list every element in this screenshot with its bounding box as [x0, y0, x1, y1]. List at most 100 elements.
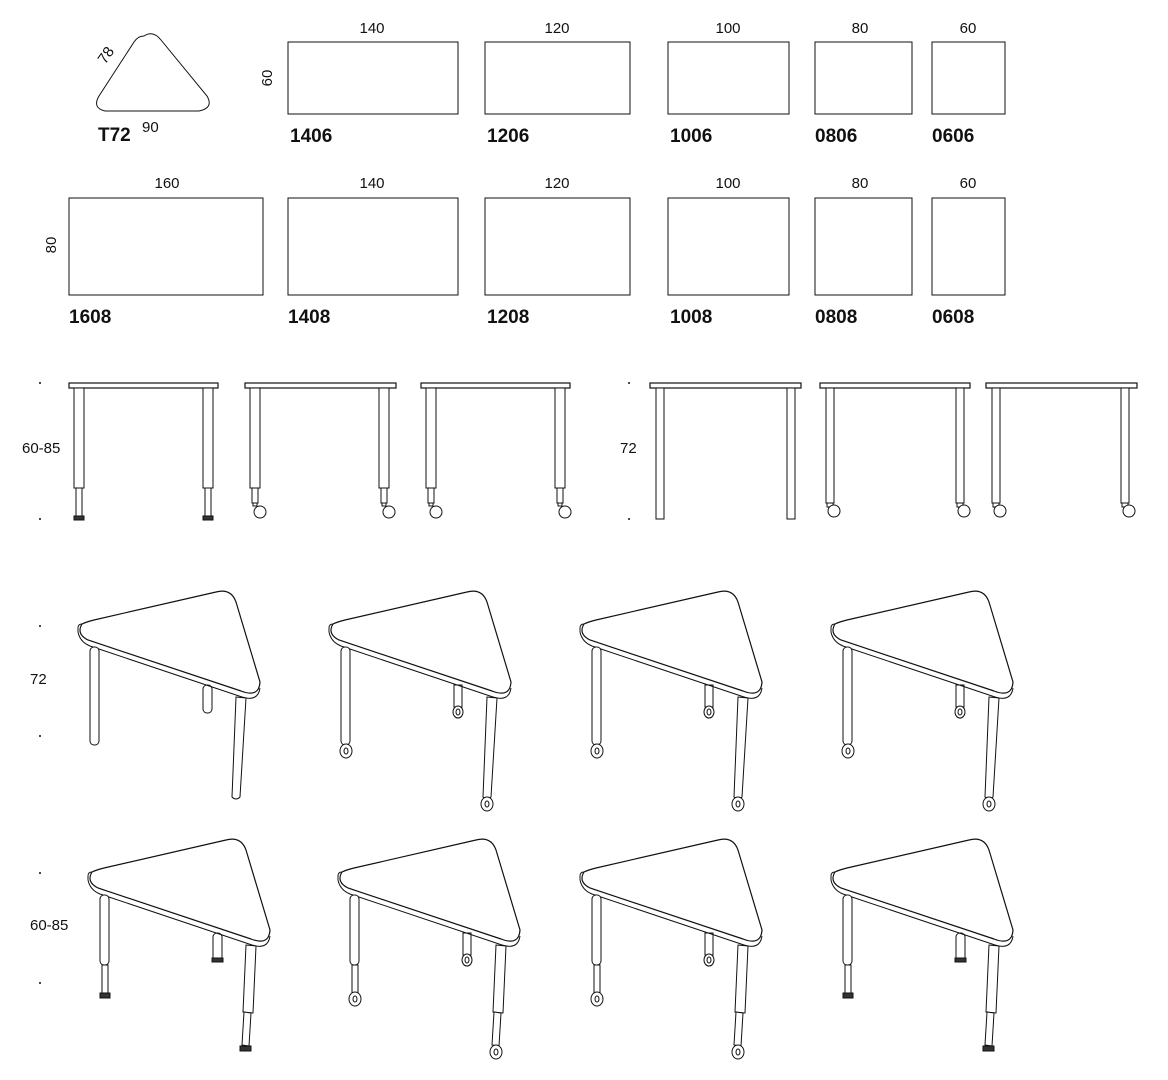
front-left-foot	[99, 992, 111, 999]
table-plan-1006: 100 1006	[667, 20, 790, 147]
castor-wheel	[382, 505, 396, 519]
perspective-adjustable-height-dimension: 60-85	[30, 872, 68, 984]
side-elevation-fixed	[649, 382, 802, 520]
front-right-leg	[985, 944, 1000, 1014]
castor-stem	[428, 502, 434, 507]
upper-leg	[378, 387, 390, 489]
front-right-foot	[239, 1045, 252, 1052]
perspective-fixed-height-dimension: 72	[30, 625, 47, 737]
table-model-code: 0608	[932, 307, 974, 328]
side-views-adjustable	[68, 382, 572, 521]
front-right-lower-leg	[491, 1011, 502, 1047]
castor-wheel	[993, 504, 1007, 518]
front-right-leg	[242, 944, 257, 1014]
back-leg	[453, 684, 463, 708]
perspective-table	[830, 838, 1014, 1052]
adjustable-height-label: 60-85	[22, 440, 60, 457]
tabletop-edge-left	[328, 623, 334, 632]
glide-foot	[73, 515, 85, 521]
dimension-tick	[39, 625, 41, 627]
tabletop-edge	[420, 382, 571, 389]
table-outline	[814, 197, 913, 296]
upper-leg	[249, 387, 261, 489]
back-leg	[202, 684, 213, 714]
table-plan-1608: 160 1608	[68, 175, 264, 328]
perspective-table	[579, 590, 763, 812]
table-plan-0608: 60 0608	[931, 175, 1006, 328]
table-model-code: 1408	[288, 307, 330, 328]
table-outline	[484, 41, 631, 115]
leg	[825, 387, 835, 504]
upper-leg	[202, 387, 214, 489]
tabletop-edge	[830, 631, 1014, 699]
table-width-dimension: 120	[544, 175, 569, 192]
row2-depth-dimension: 80	[43, 237, 60, 254]
table-outline	[667, 197, 790, 296]
tabletop-edge	[87, 879, 271, 947]
table-outline	[931, 197, 1006, 296]
upper-leg	[425, 387, 437, 489]
dimension-tick	[39, 872, 41, 874]
adjustable-height-dimension: 60-85	[22, 382, 60, 520]
fixed-height-label: 72	[620, 440, 637, 457]
tabletop-edge	[649, 382, 802, 389]
tabletop-edge-left	[87, 871, 93, 880]
table-width-dimension: 140	[359, 175, 384, 192]
side-elevation-fixed-castor	[819, 382, 971, 518]
table-outline	[931, 41, 1006, 115]
castor-wheel	[558, 505, 572, 519]
tabletop-edge-left	[830, 623, 836, 632]
table-model-code: 1208	[487, 307, 529, 328]
castor-wheel	[827, 504, 841, 518]
table-outline	[287, 197, 459, 296]
back-castor-hub	[455, 708, 461, 716]
back-foot	[211, 957, 224, 963]
front-right-castor-hub	[493, 1048, 499, 1056]
lower-leg	[380, 487, 388, 504]
perspective-table	[579, 838, 763, 1060]
table-plan-1408: 140 1408	[287, 175, 459, 328]
tabletop-surface	[581, 590, 763, 694]
fixed-height-dimension: 72	[620, 382, 637, 520]
back-leg	[212, 932, 223, 962]
table-model-code: 1608	[69, 307, 111, 328]
front-right-leg	[492, 944, 507, 1014]
triangle-side-dimension: 78	[95, 44, 118, 67]
lower-leg	[556, 487, 564, 504]
tabletop-edge	[579, 631, 763, 699]
table-outline	[287, 41, 459, 115]
front-left-castor-hub	[352, 995, 358, 1003]
triangle-model-code: T72	[98, 125, 131, 146]
lower-leg	[75, 487, 83, 517]
side-elevation-adj-castor	[420, 382, 572, 519]
perspective-table	[87, 838, 271, 1052]
front-right-castor-hub	[484, 800, 490, 808]
side-elevations: 60-85 72	[22, 382, 1138, 521]
front-right-leg	[984, 696, 1000, 800]
dimension-tick	[628, 518, 630, 520]
table-model-code: 0606	[932, 126, 974, 147]
table-plan-0806: 80 0806	[814, 20, 913, 147]
dimension-tick	[39, 382, 41, 384]
table-model-code: 0806	[815, 126, 857, 147]
perspective-table	[337, 838, 521, 1060]
front-right-foot	[982, 1045, 995, 1052]
front-left-leg	[99, 894, 110, 966]
front-right-lower-leg	[984, 1011, 995, 1047]
tabletop-surface	[330, 590, 512, 694]
back-castor-hub	[464, 956, 470, 964]
front-left-lower-leg	[844, 964, 852, 998]
back-leg	[704, 684, 714, 708]
table-outline	[667, 41, 790, 115]
dimension-tick	[39, 735, 41, 737]
perspective-table	[830, 590, 1014, 812]
row-depth-60: 60 140 1406 120 1206 100 1006 80 0806 60…	[259, 20, 1006, 147]
tabletop-edge	[337, 879, 521, 947]
perspective-fixed-height-label: 72	[30, 671, 47, 688]
row-depth-80: 80 160 1608 140 1408 120 1208 100 1008 8…	[43, 175, 1006, 328]
tabletop-edge	[244, 382, 397, 389]
front-right-leg	[482, 696, 498, 800]
leg	[1120, 387, 1130, 504]
table-width-dimension: 60	[960, 175, 977, 192]
